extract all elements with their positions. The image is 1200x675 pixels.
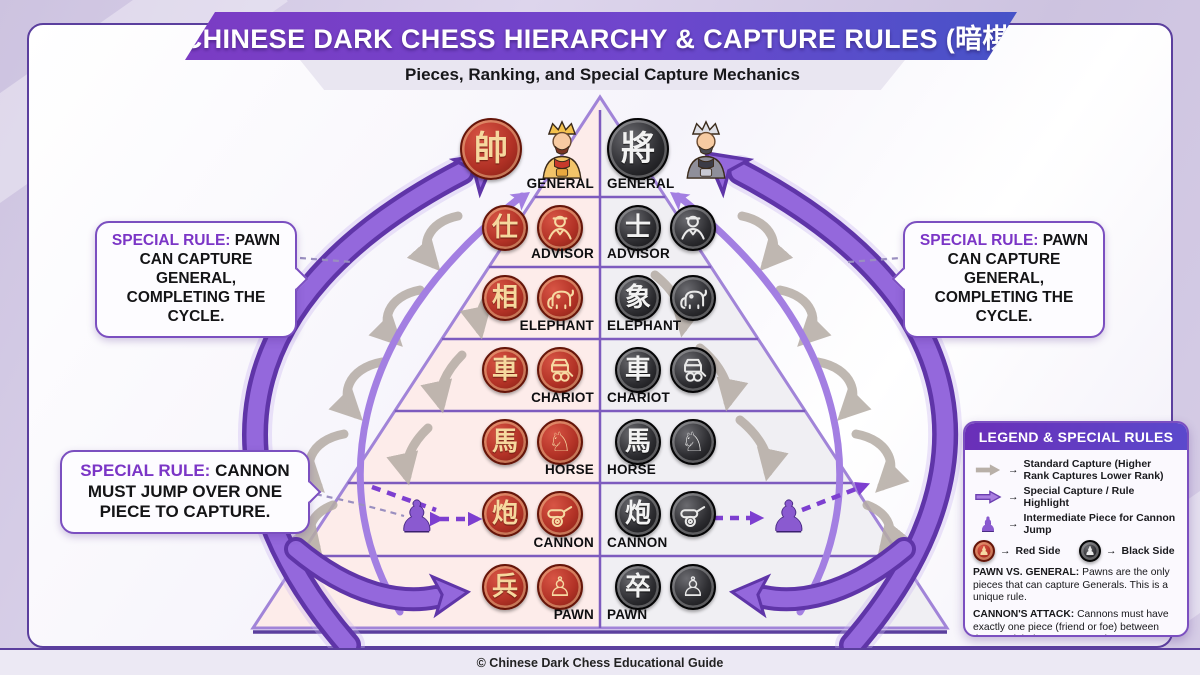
footer: © Chinese Dark Chess Educational Guide <box>0 648 1200 675</box>
callout-prefix: SPECIAL RULE: <box>111 232 231 249</box>
black-pawn-icon-disc: ♙ <box>670 564 716 610</box>
red-advisor-icon-disc <box>537 205 583 251</box>
red-emperor-icon <box>542 120 582 179</box>
red-cannon-label: CANNON <box>533 535 594 550</box>
legend-items: →Standard Capture (Higher Rank Captures … <box>973 458 1179 536</box>
callout-cannon-left: SPECIAL RULE: CANNON MUST JUMP OVER ONE … <box>60 450 322 535</box>
red-pawn-icon-disc: ♙ <box>537 564 583 610</box>
callout-pawn-left: SPECIAL RULE: PAWN CAN CAPTURE GENERAL, … <box>95 221 309 338</box>
horse-icon: ♘ <box>547 426 573 458</box>
chariot-icon <box>551 358 574 382</box>
page-title: CHINESE DARK CHESS HIERARCHY & CAPTURE R… <box>182 23 1020 54</box>
red-elephant-icon-disc <box>537 275 583 321</box>
red-chariot-label: CHARIOT <box>531 390 594 405</box>
red-chariot-char-disc: 車 <box>482 347 528 393</box>
black-chariot-char-disc: 車 <box>615 347 661 393</box>
special-capture-arrow-icon <box>975 490 1002 504</box>
black-cannon-icon-disc <box>670 491 716 537</box>
legend-box: LEGEND & SPECIAL RULES →Standard Capture… <box>963 421 1189 637</box>
standard-capture-arrow-icon <box>975 464 1001 476</box>
black-elephant-char-disc: 象 <box>615 275 661 321</box>
red-side-disc-icon: ♟ <box>973 540 995 563</box>
black-pawn-label: PAWN <box>607 607 648 622</box>
red-elephant-char-disc: 相 <box>482 275 528 321</box>
legend-item: ♟→Intermediate Piece for Cannon Jump <box>979 512 1176 537</box>
pawn-icon: ♙ <box>547 571 573 603</box>
legend-notes: PAWN VS. GENERAL: Pawns are the only pie… <box>973 567 1179 635</box>
legend-side-item: ♟→Black Side <box>1079 540 1179 563</box>
red-cannon-char-disc: 炮 <box>482 491 528 537</box>
red-horse-char-disc: 馬 <box>482 419 528 465</box>
callout-text: PAWN CAN CAPTURE GENERAL, COMPLETING THE… <box>126 232 281 325</box>
black-pawn-char-disc: 卒 <box>615 564 661 610</box>
callout-text: CANNON MUST JUMP OVER ONE PIECE TO CAPTU… <box>87 461 290 522</box>
horse-icon: ♘ <box>680 426 706 458</box>
page-subtitle: Pieces, Ranking, and Special Capture Mec… <box>300 60 905 90</box>
callout-prefix: SPECIAL RULE: <box>80 461 211 480</box>
intermediate-pawn-left: ♟ <box>398 492 436 541</box>
red-cannon-icon-disc <box>537 491 583 537</box>
legend-item: →Special Capture / Rule Highlight <box>973 485 1179 509</box>
red-chariot-icon-disc <box>537 347 583 393</box>
footer-text: © Chinese Dark Chess Educational Guide <box>476 655 724 670</box>
black-chariot-label: CHARIOT <box>607 390 670 405</box>
advisor-icon <box>548 215 572 240</box>
black-cannon-label: CANNON <box>607 535 668 550</box>
black-general-disc: 將 <box>607 118 669 180</box>
red-general-disc: 帥 <box>460 118 522 180</box>
black-emperor-icon <box>686 120 726 179</box>
chariot-icon <box>684 358 707 382</box>
intermediate-pawn-right: ♟ <box>770 492 808 541</box>
black-elephant-label: ELEPHANT <box>607 318 682 333</box>
advisor-icon <box>681 215 705 240</box>
black-horse-char-disc: 馬 <box>615 419 661 465</box>
black-chariot-icon-disc <box>670 347 716 393</box>
red-advisor-label: ADVISOR <box>531 246 594 261</box>
red-general-figure <box>532 118 592 185</box>
black-general-figure <box>676 118 736 185</box>
red-horse-label: HORSE <box>544 462 594 477</box>
pawn-icon: ♙ <box>680 571 706 603</box>
callout-pawn-right: SPECIAL RULE: PAWN CAN CAPTURE GENERAL, … <box>891 221 1105 338</box>
black-advisor-label: ADVISOR <box>607 246 670 261</box>
red-pawn-label: PAWN <box>553 607 594 622</box>
legend-note: PAWN VS. GENERAL: Pawns are the only pie… <box>973 567 1170 604</box>
legend-sides: ♟→Red Side ♟→Black Side <box>973 540 1179 563</box>
callout-text: PAWN CAN CAPTURE GENERAL, COMPLETING THE… <box>934 232 1089 325</box>
black-general-label: GENERAL <box>607 176 675 191</box>
black-elephant-icon-disc <box>670 275 716 321</box>
elephant-icon <box>680 289 707 310</box>
legend-note: CANNON'S ATTACK: Cannons must have exact… <box>973 609 1169 635</box>
black-cannon-char-disc: 炮 <box>615 491 661 537</box>
black-advisor-char-disc: 士 <box>615 205 661 251</box>
intermediate-pawn-icon: ♟ <box>979 512 997 537</box>
red-horse-icon-disc: ♘ <box>537 419 583 465</box>
callout-prefix: SPECIAL RULE: <box>919 232 1039 249</box>
black-horse-icon-disc: ♘ <box>670 419 716 465</box>
red-general-label: GENERAL <box>526 176 594 191</box>
elephant-icon <box>547 289 574 310</box>
legend-item: →Standard Capture (Higher Rank Captures … <box>973 458 1179 482</box>
red-elephant-label: ELEPHANT <box>519 318 594 333</box>
red-advisor-char-disc: 仕 <box>482 205 528 251</box>
cannon-icon <box>680 506 706 528</box>
title-banner: CHINESE DARK CHESS HIERARCHY & CAPTURE R… <box>185 12 1017 60</box>
legend-header: LEGEND & SPECIAL RULES <box>965 423 1187 450</box>
black-horse-label: HORSE <box>607 462 657 477</box>
black-advisor-icon-disc <box>670 205 716 251</box>
red-pawn-char-disc: 兵 <box>482 564 528 610</box>
black-side-disc-icon: ♟ <box>1079 540 1101 563</box>
cannon-icon <box>547 506 573 528</box>
legend-side-item: ♟→Red Side <box>973 540 1073 563</box>
